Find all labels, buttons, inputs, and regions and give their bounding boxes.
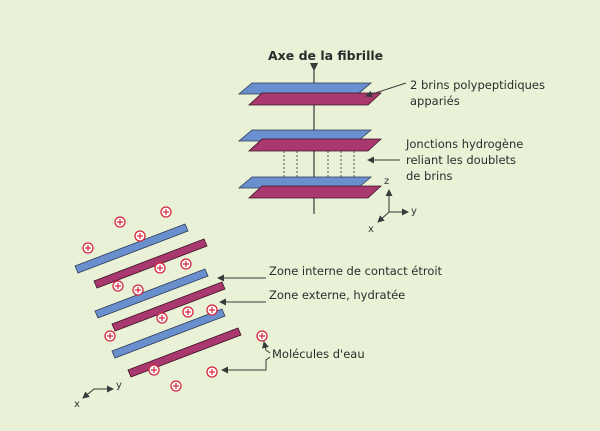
- top-axis-y-label: y: [411, 204, 417, 220]
- water-molecule: [115, 217, 125, 227]
- water-molecule: [161, 207, 171, 217]
- water-molecule: [105, 331, 115, 341]
- purple-strand: [249, 186, 381, 198]
- water-leader-2: [222, 357, 270, 370]
- bottom-axes-triad: [83, 389, 113, 398]
- water-leader: [264, 342, 270, 353]
- blue-strand: [112, 309, 225, 358]
- water-molecule: [207, 305, 217, 315]
- paired-strands-label-line1: 2 brins polypeptidiques: [410, 77, 545, 93]
- paired-strands-label-line2: appariés: [410, 93, 460, 109]
- water-molecule: [157, 313, 167, 323]
- purple-strand: [249, 93, 381, 105]
- water-molecule: [83, 243, 93, 253]
- blue-strand: [239, 83, 371, 94]
- water-molecule: [257, 331, 267, 341]
- hydrogen-bonds-label-line3: de brins: [406, 168, 453, 184]
- hydrogen-bond-lines: [284, 151, 354, 180]
- layered-strands: [75, 224, 241, 377]
- water-molecule: [181, 259, 191, 269]
- outer-zone-label: Zone externe, hydratée: [269, 287, 405, 303]
- water-molecule: [183, 307, 193, 317]
- purple-strand: [249, 139, 381, 151]
- top-axis-z-label: z: [384, 174, 389, 190]
- inner-zone-label: Zone interne de contact étroit: [269, 263, 442, 279]
- water-molecule: [207, 367, 217, 377]
- water-molecule: [171, 381, 181, 391]
- hydrogen-bonds-label-line1: Jonctions hydrogène: [406, 136, 523, 152]
- water-molecules-label: Molécules d'eau: [272, 346, 365, 362]
- paired-strands-leader: [366, 83, 406, 96]
- bottom-axis-x-label: x: [74, 397, 80, 413]
- hydrogen-bonds-label-line2: reliant les doublets: [406, 152, 516, 168]
- water-molecule: [135, 231, 145, 241]
- water-molecule: [149, 365, 159, 375]
- water-molecule: [133, 285, 143, 295]
- strand-stack: [239, 83, 381, 198]
- bottom-axis-y-label: y: [116, 378, 122, 394]
- top-axis-x-label: x: [368, 222, 374, 238]
- top-axes-triad: [378, 190, 408, 222]
- water-molecule: [155, 263, 165, 273]
- fibril-axis-label: Axe de la fibrille: [268, 48, 383, 64]
- water-molecule: [113, 281, 123, 291]
